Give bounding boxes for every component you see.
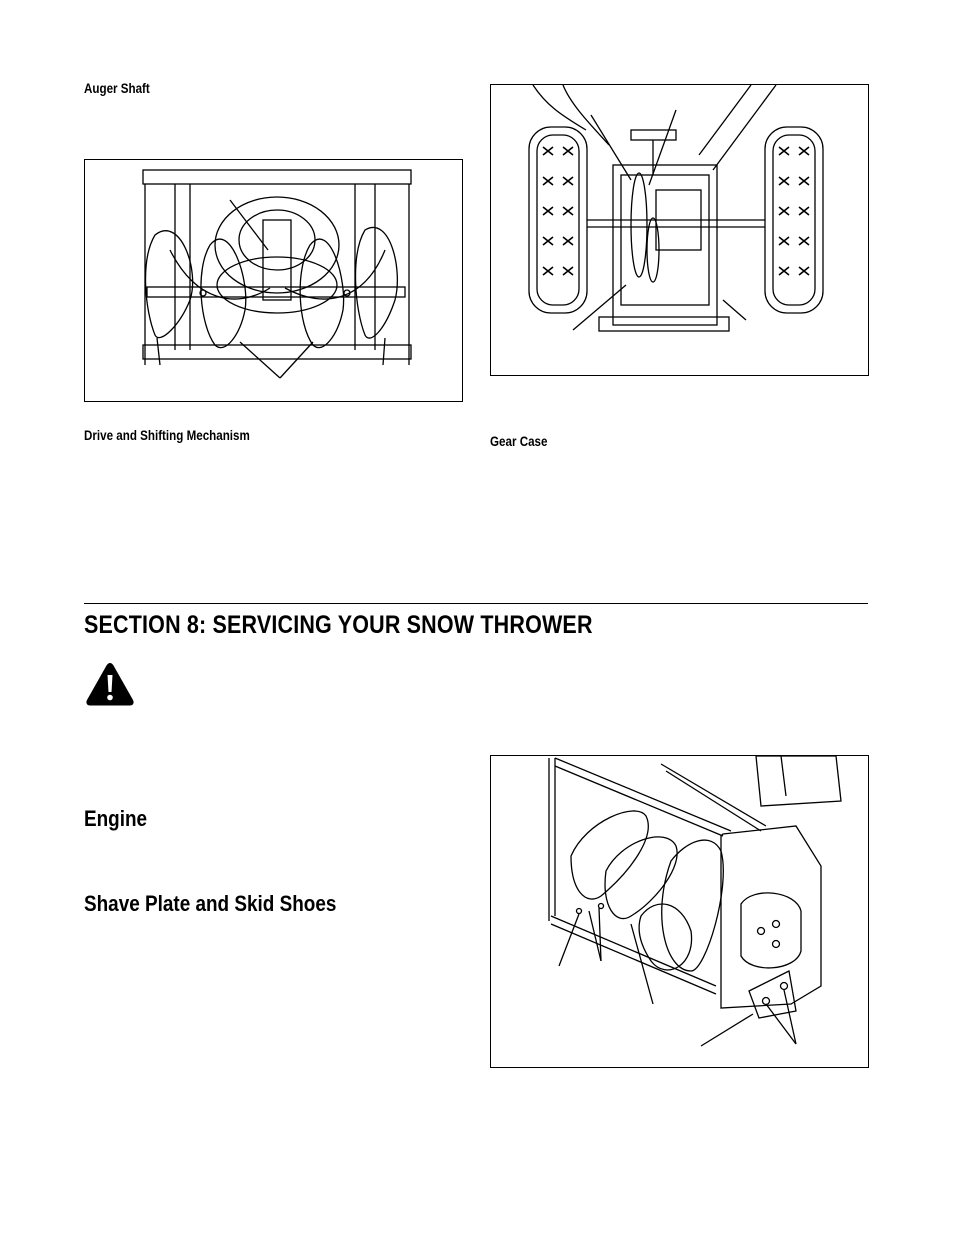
subheading-engine: Engine: [84, 806, 148, 831]
figure-shave-plate: [490, 755, 869, 1068]
section-rule: [84, 603, 868, 604]
figure-auger-housing: [84, 159, 463, 402]
figure-gear-case: [490, 84, 869, 376]
caption-drive-mechanism: Drive and Shifting Mechanism: [84, 428, 250, 443]
subheading-shave-plate: Shave Plate and Skid Shoes: [84, 891, 337, 916]
section-title: SECTION 8: SERVICING YOUR SNOW THROWER: [84, 611, 593, 639]
caption-gear-case: Gear Case: [490, 434, 548, 449]
shave-plate-drawing: [548, 756, 842, 1047]
gear-case-drawing: [528, 85, 824, 332]
caption-auger-shaft: Auger Shaft: [84, 81, 150, 96]
warning-triangle-icon: [84, 660, 136, 713]
auger-housing-drawing: [142, 169, 412, 379]
